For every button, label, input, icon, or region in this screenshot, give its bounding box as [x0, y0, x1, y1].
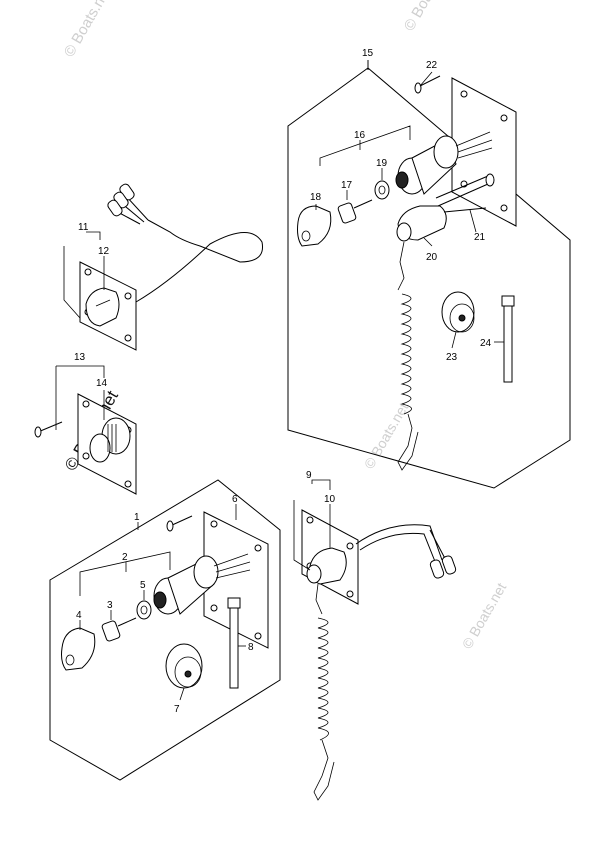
callout-13: 13	[74, 352, 86, 363]
callout-15: 15	[362, 48, 374, 59]
callout-6: 6	[232, 494, 238, 505]
wire-harness-11	[107, 183, 264, 303]
callout-20: 20	[426, 252, 438, 263]
callout-12: 12	[98, 246, 110, 257]
callout-9: 9	[306, 470, 312, 481]
callout-16: 16	[354, 130, 366, 141]
callout-11: 11	[78, 222, 89, 233]
watermark-lower: © Boats.net	[459, 580, 510, 652]
key-3	[101, 617, 137, 642]
knob-14	[89, 417, 131, 463]
callout-3: 3	[107, 600, 113, 611]
cap-4	[61, 627, 96, 671]
callout-8: 8	[248, 642, 254, 653]
watermark-top-right: © Boats.net	[401, 0, 455, 34]
washer-19	[374, 180, 390, 200]
main-switch-5	[153, 553, 251, 615]
watermark-top: © Boats.net	[61, 0, 115, 60]
callout-10: 10	[324, 494, 336, 505]
screw-22	[414, 75, 441, 94]
callout-labels: 1 2 3 4 5 6 7 8 9 10 11 12 13 14 15 16 1…	[74, 48, 492, 715]
callout-24: 24	[480, 338, 492, 349]
stop-switch-20	[396, 205, 487, 471]
key-17	[337, 199, 373, 224]
screw-13	[34, 421, 63, 438]
callout-2: 2	[122, 552, 128, 563]
cover-7	[165, 643, 203, 689]
callout-18: 18	[310, 192, 322, 203]
leader-lines	[55, 60, 504, 701]
tie-8	[227, 597, 241, 689]
callout-23: 23	[446, 352, 458, 363]
callout-19: 19	[376, 158, 388, 169]
washer-5	[136, 600, 152, 620]
panel-lower-left	[49, 479, 281, 781]
callout-4: 4	[76, 610, 82, 621]
tie-24	[501, 295, 515, 383]
main-switch-upper	[395, 131, 493, 195]
lanyard-10	[313, 583, 335, 801]
stop-switch-10	[306, 547, 347, 585]
callout-14: 14	[96, 378, 108, 389]
screw-1	[166, 515, 193, 532]
mounting-plate-upper	[451, 77, 517, 227]
wire-harness-10	[355, 524, 457, 579]
callout-5: 5	[140, 580, 146, 591]
switch-12	[85, 287, 120, 327]
panel-upper-right	[287, 60, 571, 489]
callout-7: 7	[174, 704, 180, 715]
cover-23	[441, 291, 475, 333]
callout-22: 22	[426, 60, 438, 71]
watermark-mid: © Boats.net	[361, 400, 412, 472]
callout-21: 21	[474, 232, 486, 243]
bolt-21	[435, 173, 495, 207]
cap-18	[297, 205, 332, 247]
callout-17: 17	[341, 180, 353, 191]
callout-1: 1	[134, 512, 140, 523]
